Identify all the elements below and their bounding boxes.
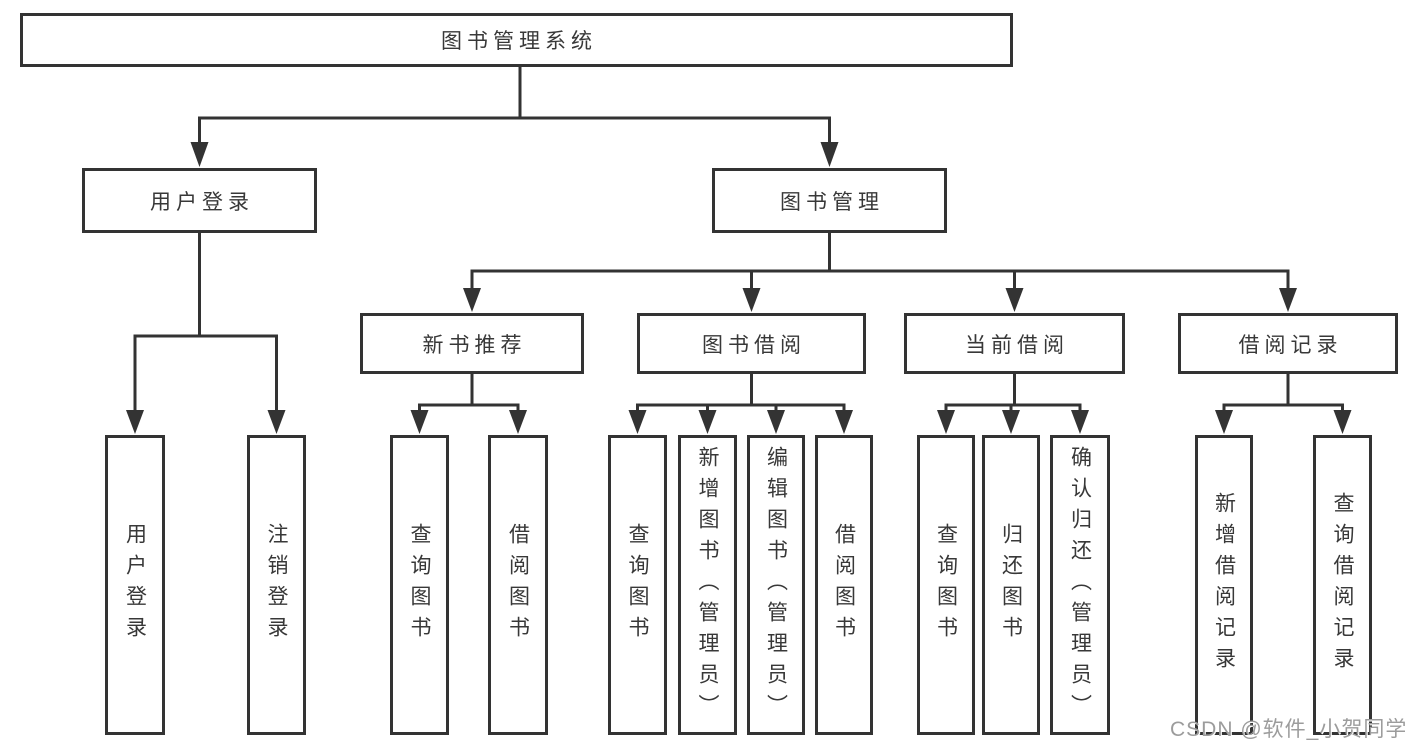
leaf-return-books: 归还图书: [982, 435, 1040, 735]
node-root-library-management-system: 图书管理系统: [20, 13, 1013, 67]
leaf-confirm-return-admin-label: 确认归还（管理员）: [1068, 445, 1092, 725]
connector-new-book-to-leaves: [410, 374, 527, 434]
connector-current-borrowing-to-leaves: [937, 374, 1089, 434]
leaf-borrow-books-recommend: 借阅图书: [488, 435, 548, 735]
leaf-query-books-recommend-label: 查询图书: [408, 523, 431, 647]
connector-borrowing-records-to-leaves: [1215, 374, 1352, 434]
leaf-edit-books-admin-label: 编辑图书（管理员）: [764, 445, 788, 725]
node-book-borrowing: 图书借阅: [637, 313, 866, 374]
leaf-borrow-books-borrowing: 借阅图书: [815, 435, 873, 735]
leaf-query-books-current-label: 查询图书: [934, 523, 958, 647]
leaf-query-books-borrowing-label: 查询图书: [626, 523, 649, 647]
leaf-query-borrow-record: 查询借阅记录: [1313, 435, 1372, 735]
leaf-user-login: 用户登录: [105, 435, 165, 735]
leaf-logout-label: 注销登录: [265, 523, 288, 647]
leaf-add-borrow-record-label: 新增借阅记录: [1212, 492, 1236, 678]
leaf-user-login-label: 用户登录: [123, 523, 147, 647]
leaf-query-books-borrowing: 查询图书: [608, 435, 667, 735]
node-new-book-recommendation: 新书推荐: [360, 313, 584, 374]
leaf-borrow-books-recommend-label: 借阅图书: [506, 523, 530, 647]
leaf-query-borrow-record-label: 查询借阅记录: [1331, 492, 1354, 678]
connector-book-borrowing-to-leaves: [628, 374, 853, 434]
connector-user-login-to-leaves: [126, 233, 286, 434]
leaf-confirm-return-admin: 确认归还（管理员）: [1050, 435, 1110, 735]
leaf-edit-books-admin: 编辑图书（管理员）: [747, 435, 805, 735]
node-user-login: 用户登录: [82, 168, 317, 233]
csdn-watermark: CSDN @软件_小贺同学: [1170, 718, 1405, 741]
leaf-return-books-label: 归还图书: [999, 523, 1023, 647]
leaf-logout: 注销登录: [247, 435, 306, 735]
leaf-query-books-current: 查询图书: [917, 435, 975, 735]
node-current-borrowing: 当前借阅: [904, 313, 1125, 374]
leaf-add-books-admin-label: 新增图书（管理员）: [696, 445, 719, 725]
leaf-add-books-admin: 新增图书（管理员）: [678, 435, 737, 735]
node-borrowing-records: 借阅记录: [1178, 313, 1398, 374]
leaf-query-books-recommend: 查询图书: [390, 435, 449, 735]
leaf-borrow-books-borrowing-label: 借阅图书: [832, 523, 856, 647]
leaf-add-borrow-record: 新增借阅记录: [1195, 435, 1253, 735]
connector-root-to-level1: [190, 66, 839, 167]
node-book-management: 图书管理: [712, 168, 947, 233]
connector-book-management-to-level2: [463, 233, 1297, 312]
